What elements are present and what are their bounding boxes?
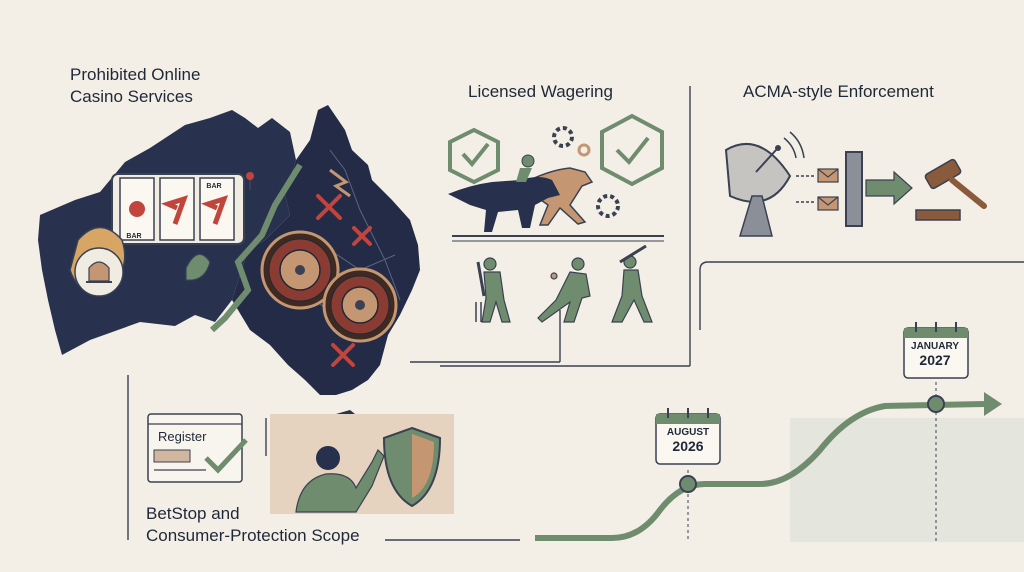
seven-icon xyxy=(160,195,189,225)
betstop-section-title: BetStop and Consumer-Protection Scope xyxy=(146,503,396,547)
milestone-marker xyxy=(679,475,697,493)
betstop-title-line2: Consumer-Protection Scope xyxy=(146,526,360,545)
casino-section-title: Prohibited Online Casino Services xyxy=(70,64,250,108)
envelope-icon xyxy=(817,168,839,211)
x-mark-icon xyxy=(316,194,372,367)
cricket-player-icon xyxy=(611,244,653,323)
betstop-title-line1: BetStop and xyxy=(146,504,240,523)
bar-symbol: BAR xyxy=(126,233,141,240)
calendar-icon xyxy=(655,408,721,465)
check-shield-icon xyxy=(600,113,664,187)
check-shield-icon xyxy=(448,127,500,185)
wagering-section-title: Licensed Wagering xyxy=(468,82,613,101)
seven-icon xyxy=(200,195,229,225)
firewall-wall xyxy=(845,151,863,227)
bell-icon xyxy=(69,226,126,297)
calendar-icon xyxy=(903,322,969,379)
timeline-arrowhead xyxy=(984,392,1002,416)
racehorse-icon xyxy=(448,177,560,232)
timeline-shade xyxy=(790,418,1024,542)
milestone-marker xyxy=(927,395,945,413)
gear-icon xyxy=(552,126,574,148)
satellite-dish-icon xyxy=(724,131,805,237)
gear-icon xyxy=(596,194,620,218)
leaf-icon xyxy=(185,253,211,281)
gavel-icon xyxy=(915,158,987,221)
slot-machine xyxy=(111,172,254,245)
casino-title-line2: Casino Services xyxy=(70,87,193,106)
milestone-august-2026: AUGUST 2026 xyxy=(660,427,716,454)
milestone-january-2027: JANUARY 2027 xyxy=(906,341,964,368)
lightning-icon xyxy=(329,168,351,198)
roulette-wheel-icon xyxy=(260,230,340,310)
roulette-wheel-icon xyxy=(322,267,398,343)
shield-icon xyxy=(382,426,442,508)
milestone-year: 2026 xyxy=(672,438,704,454)
cherry-icon xyxy=(129,201,145,217)
bar-symbol: BAR xyxy=(206,183,221,190)
milestone-month: JANUARY xyxy=(911,341,959,352)
enforcement-section-title: ACMA-style Enforcement xyxy=(743,82,934,101)
cricket-player-icon xyxy=(537,257,591,323)
connector-lines xyxy=(127,86,1024,541)
register-form xyxy=(147,413,243,483)
milestone-year: 2027 xyxy=(919,352,951,368)
casino-title-line1: Prohibited Online xyxy=(70,65,201,84)
cricket-player-icon xyxy=(475,257,511,323)
checkmark-icon xyxy=(204,438,248,474)
milestone-month: AUGUST xyxy=(666,427,710,438)
person-icon xyxy=(295,446,385,513)
fracture-line xyxy=(209,163,303,333)
timeline-curve xyxy=(535,401,986,541)
arrow-right-icon xyxy=(865,170,913,206)
register-label: Register xyxy=(158,429,207,444)
jockey-icon xyxy=(521,154,535,168)
